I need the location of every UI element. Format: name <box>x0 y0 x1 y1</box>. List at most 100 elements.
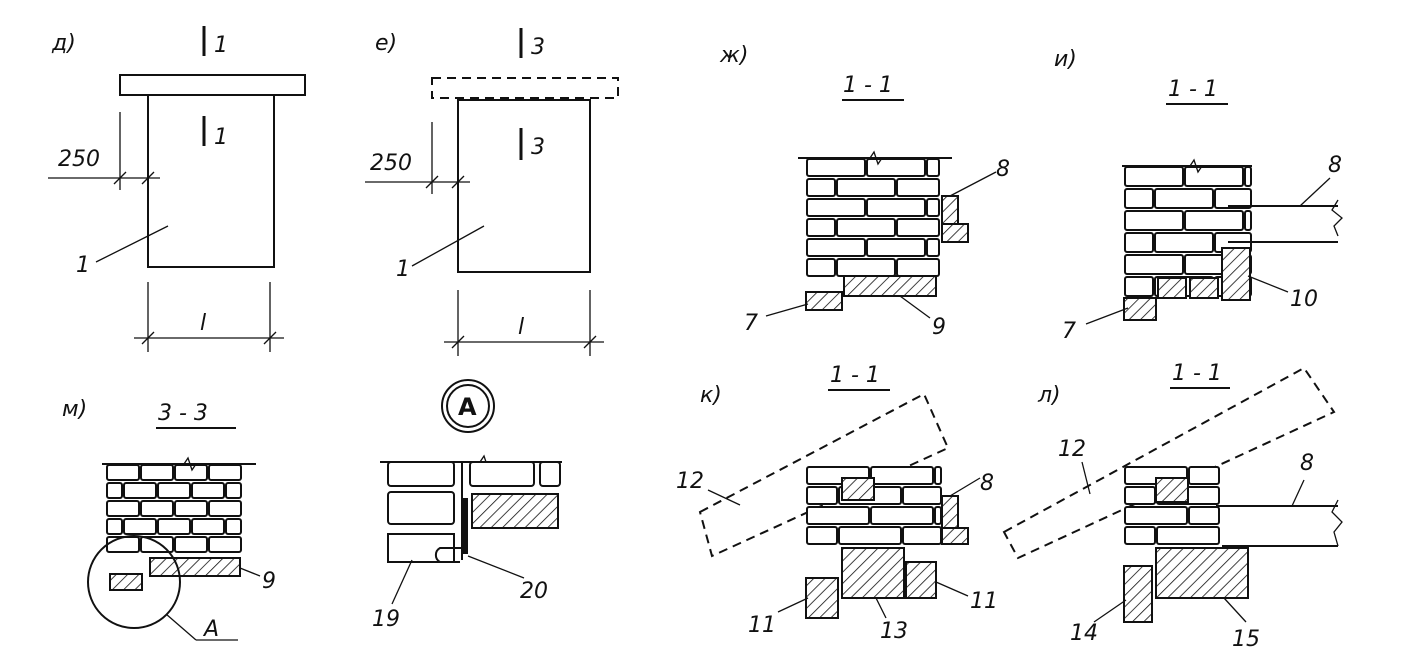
brick <box>866 238 926 257</box>
brick <box>225 482 242 499</box>
break-mark <box>1331 499 1343 547</box>
brick <box>208 536 242 553</box>
beam-8-flange <box>941 223 969 243</box>
brick <box>1124 210 1184 231</box>
brick <box>208 500 242 517</box>
brick <box>157 518 191 535</box>
panel-d-cut-top: 1 <box>214 33 228 58</box>
dim-tick <box>451 335 465 349</box>
label-11-right: 11 <box>970 589 998 614</box>
brick <box>191 518 225 535</box>
support-11 <box>805 577 839 619</box>
brick <box>1124 276 1154 297</box>
brick <box>174 500 208 517</box>
panel-i-letter: и) <box>1054 47 1077 72</box>
brick <box>1124 188 1154 209</box>
brick <box>806 158 866 177</box>
detail-marker-outer <box>441 379 495 433</box>
brick <box>902 526 942 545</box>
brick <box>1154 188 1214 209</box>
anchor-hook <box>434 547 468 563</box>
brick <box>870 466 934 485</box>
brick <box>866 158 926 177</box>
panel-zh-section: 1 - 1 <box>843 73 893 98</box>
dim-tick <box>263 331 277 345</box>
dim-tick <box>113 171 127 185</box>
support-11 <box>905 561 937 599</box>
leader-8 <box>1299 177 1331 207</box>
beam-8-flange <box>941 527 969 545</box>
brick <box>902 486 942 505</box>
panel-m: м) 3 - 3 9 A <box>62 397 276 642</box>
brick <box>806 238 866 257</box>
break-mark <box>183 456 197 472</box>
break-mark <box>869 150 883 166</box>
dim-tick <box>583 335 597 349</box>
brick <box>806 178 836 197</box>
brick <box>926 238 940 257</box>
leader-10 <box>1247 275 1289 293</box>
dim-tick <box>425 175 439 189</box>
label-15: 15 <box>1232 627 1260 652</box>
panel-l-section: 1 - 1 <box>1172 361 1222 386</box>
panel-e-dim: 250 <box>370 151 412 176</box>
brick <box>191 482 225 499</box>
leader-8 <box>949 477 981 497</box>
rafter-12 <box>698 392 950 558</box>
label-7: 7 <box>1062 319 1076 344</box>
brick <box>836 218 896 237</box>
brick <box>539 461 561 487</box>
break-mark <box>1189 158 1203 174</box>
brick <box>1188 466 1220 485</box>
lintel-plank <box>119 74 306 96</box>
panel-e-cut-inner: 3 <box>531 135 545 160</box>
brick <box>1124 254 1184 275</box>
brick <box>106 482 123 499</box>
panel-d-dim: 250 <box>58 147 100 172</box>
brick <box>1124 526 1156 545</box>
brick <box>836 178 896 197</box>
brick <box>106 464 140 481</box>
brick <box>806 218 836 237</box>
brick <box>838 526 902 545</box>
brick <box>1244 166 1252 187</box>
block <box>1189 277 1219 299</box>
label-13: 13 <box>880 619 908 644</box>
brick <box>926 198 940 217</box>
label-8: 8 <box>996 157 1010 182</box>
label-8: 8 <box>1328 153 1342 178</box>
leader-14 <box>1093 599 1127 623</box>
detail-circle-a <box>87 535 181 629</box>
lintel-15 <box>1155 547 1249 599</box>
mauerlat <box>841 477 875 501</box>
leader-1 <box>411 225 485 267</box>
label-a: A <box>202 617 219 642</box>
brick <box>1124 506 1188 525</box>
brick <box>469 461 535 487</box>
brick <box>1124 166 1184 187</box>
lintel-9 <box>843 275 937 297</box>
label-19: 19 <box>372 607 400 632</box>
brick <box>140 500 174 517</box>
rafter-12 <box>1002 366 1336 560</box>
detail-marker-inner <box>446 384 490 428</box>
opening <box>147 94 275 268</box>
masonry-wall <box>106 464 242 553</box>
brick <box>806 486 838 505</box>
leader-7 <box>1085 307 1129 325</box>
brick <box>926 158 940 177</box>
leader-11 <box>935 581 969 597</box>
panel-zh-letter: ж) <box>719 43 748 68</box>
label-9: 9 <box>932 315 946 340</box>
brick <box>896 218 940 237</box>
brick <box>208 464 242 481</box>
support-14 <box>1123 565 1153 623</box>
lintel-9 <box>149 557 241 577</box>
dim-tick <box>451 175 465 189</box>
panel-d-label: 1 <box>76 253 90 278</box>
label-14: 14 <box>1070 621 1098 646</box>
lintel-plank-dashed <box>431 77 619 99</box>
brick <box>123 482 157 499</box>
leader-11 <box>777 597 809 613</box>
